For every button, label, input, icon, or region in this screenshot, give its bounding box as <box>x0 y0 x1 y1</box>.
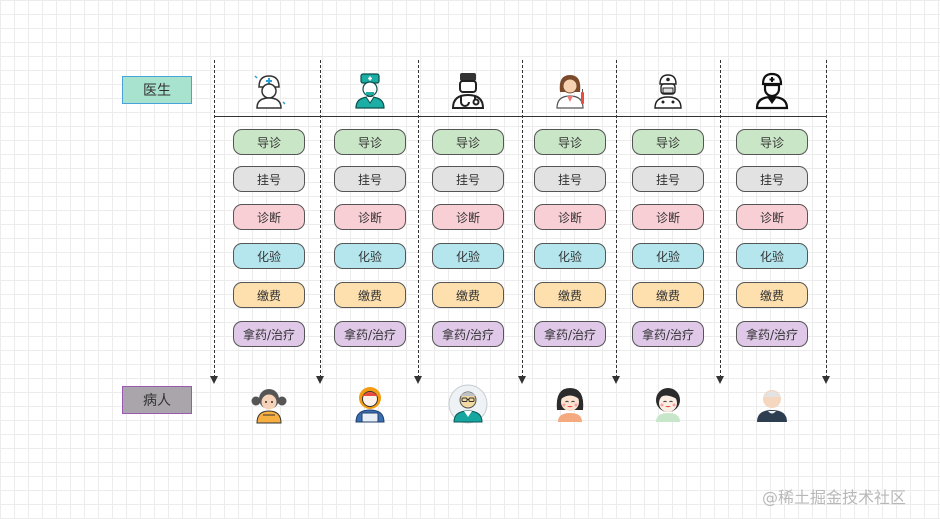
girl-smiling-icon <box>550 384 590 424</box>
watermark-text: @稀土掘金技术社区 <box>762 484 906 508</box>
doctor-divider-line <box>214 116 827 117</box>
patient-role-label: 病人 <box>122 386 192 414</box>
step-pill: 挂号 <box>233 166 305 192</box>
step-pill: 化验 <box>334 243 406 269</box>
step-pill: 缴费 <box>632 282 704 308</box>
step-pill: 缴费 <box>432 282 504 308</box>
step-pill: 诊断 <box>736 204 808 230</box>
step-pill: 拿药/治疗 <box>534 321 606 347</box>
step-pill: 诊断 <box>432 204 504 230</box>
woman-laptop-icon <box>350 384 390 424</box>
step-pill: 导诊 <box>233 129 305 155</box>
arrow-down-icon <box>822 376 830 384</box>
arrow-down-icon <box>716 376 724 384</box>
step-pill: 诊断 <box>632 204 704 230</box>
column-separator-line <box>720 60 721 378</box>
step-pill: 挂号 <box>534 166 606 192</box>
step-pill: 拿药/治疗 <box>334 321 406 347</box>
doctor-role-label: 医生 <box>122 76 192 104</box>
nurse-icon <box>249 70 289 110</box>
step-pill: 化验 <box>233 243 305 269</box>
column-separator-line <box>616 60 617 378</box>
column-separator-line <box>522 60 523 378</box>
step-pill: 挂号 <box>432 166 504 192</box>
surgeon-icon <box>648 70 688 110</box>
doctor-outline-icon <box>752 70 792 110</box>
female-doctor-icon <box>550 70 590 110</box>
step-pill: 导诊 <box>534 129 606 155</box>
step-pill: 诊断 <box>233 204 305 230</box>
step-pill: 导诊 <box>432 129 504 155</box>
step-pill: 拿药/治疗 <box>233 321 305 347</box>
arrow-down-icon <box>612 376 620 384</box>
step-pill: 化验 <box>432 243 504 269</box>
column-separator-line <box>418 60 419 378</box>
doctor-teal-icon <box>350 70 390 110</box>
column-separator-line <box>826 60 827 378</box>
step-pill: 诊断 <box>334 204 406 230</box>
column-separator-line <box>214 60 215 378</box>
step-pill: 缴费 <box>534 282 606 308</box>
step-pill: 化验 <box>534 243 606 269</box>
arrow-down-icon <box>316 376 324 384</box>
step-pill: 挂号 <box>736 166 808 192</box>
step-pill: 挂号 <box>334 166 406 192</box>
step-pill: 缴费 <box>736 282 808 308</box>
step-pill: 挂号 <box>632 166 704 192</box>
step-pill: 化验 <box>736 243 808 269</box>
column-separator-line <box>320 60 321 378</box>
step-pill: 拿药/治疗 <box>432 321 504 347</box>
doctor-stethoscope-icon <box>448 70 488 110</box>
girl-pigtails-icon <box>249 384 289 424</box>
boy-smiling-icon <box>648 384 688 424</box>
step-pill: 诊断 <box>534 204 606 230</box>
step-pill: 导诊 <box>632 129 704 155</box>
step-pill: 导诊 <box>736 129 808 155</box>
step-pill: 化验 <box>632 243 704 269</box>
arrow-down-icon <box>210 376 218 384</box>
arrow-down-icon <box>518 376 526 384</box>
arrow-down-icon <box>414 376 422 384</box>
step-pill: 缴费 <box>233 282 305 308</box>
step-pill: 缴费 <box>334 282 406 308</box>
step-pill: 拿药/治疗 <box>736 321 808 347</box>
step-pill: 导诊 <box>334 129 406 155</box>
step-pill: 拿药/治疗 <box>632 321 704 347</box>
elderly-person-icon <box>752 384 792 424</box>
old-man-glasses-icon <box>448 384 488 424</box>
